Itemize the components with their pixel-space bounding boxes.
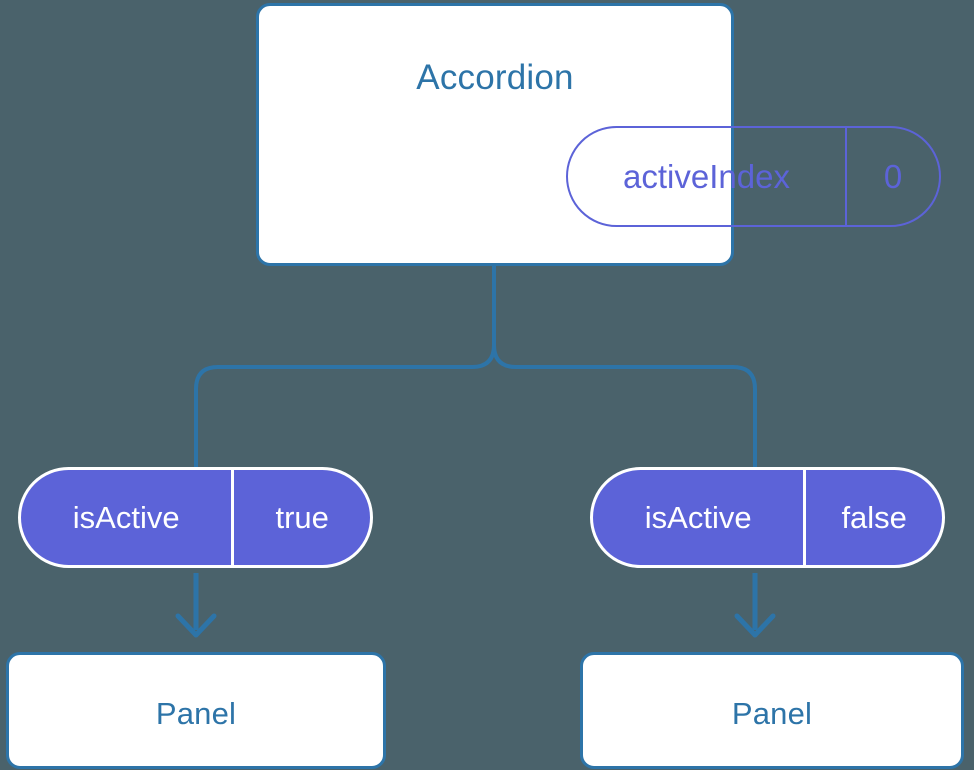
- component-card-panel-left[interactable]: Panel: [6, 652, 386, 769]
- connector-right-branch: [492, 264, 757, 469]
- component-title-panel-right: Panel: [731, 696, 813, 731]
- connector-left-branch: [194, 264, 496, 469]
- prop-key-label: isActive: [644, 499, 752, 535]
- prop-value-label: true: [231, 470, 370, 565]
- state-key-label: activeIndex: [623, 157, 790, 195]
- state-pill-active-index[interactable]: activeIndex 0: [566, 126, 941, 227]
- component-card-panel-right[interactable]: Panel: [580, 652, 964, 769]
- component-title-accordion: Accordion: [416, 58, 574, 97]
- prop-pill-is-active-true[interactable]: isActive true: [18, 467, 373, 568]
- component-title-panel-left: Panel: [155, 696, 237, 731]
- prop-pill-is-active-false[interactable]: isActive false: [590, 467, 945, 568]
- prop-key-label: isActive: [72, 499, 180, 535]
- state-value-label: 0: [845, 128, 939, 225]
- arrow-head-right-icon: [734, 613, 776, 638]
- prop-value-label: false: [803, 470, 942, 565]
- arrow-head-left-icon: [175, 613, 217, 638]
- component-card-accordion[interactable]: Accordion activeIndex 0: [256, 3, 941, 266]
